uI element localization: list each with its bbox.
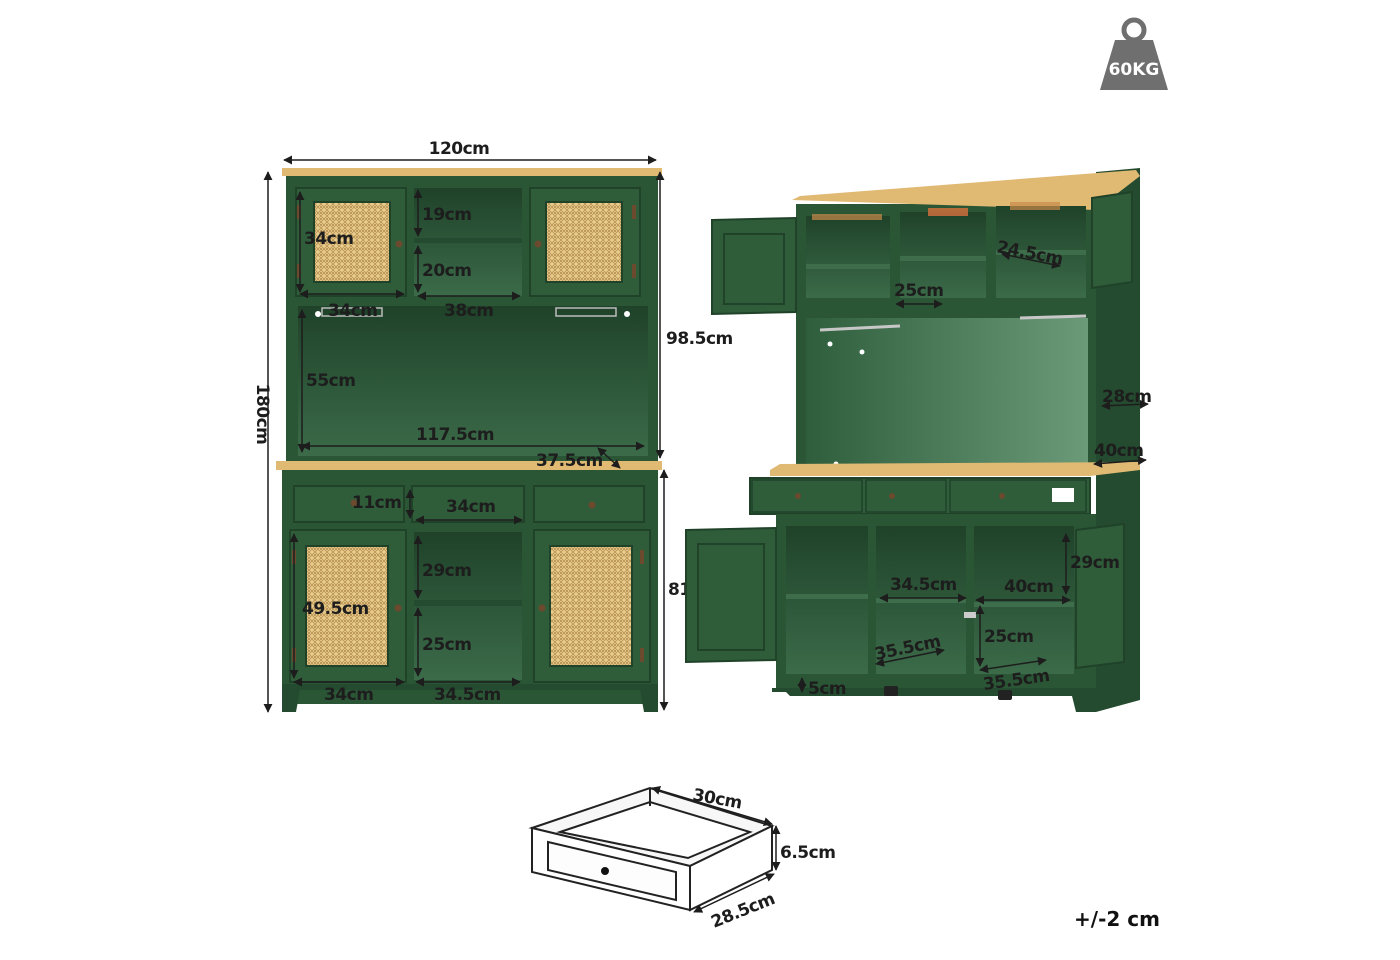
dim-upper-shelf-top: 19cm [422,205,471,225]
dim-upper-middle-width: 38cm [444,301,493,321]
weight-icon [1100,17,1168,90]
front-upper-left-rattan [313,201,391,283]
dim-lower-shelf-bottom: 25cm [422,635,471,655]
side-counter-top [770,462,1140,476]
dim-upper-door-width: 34cm [328,301,377,321]
front-counter-top [276,461,662,470]
dim-upper-shelf-bottom: 20cm [422,261,471,281]
front-drawer-left [293,485,405,523]
front-base-skirt [282,684,658,712]
side-lower-right-door-open [1075,522,1125,670]
dim-lower-door-width: 34cm [324,685,373,705]
dim-base-middle-width: 34.5cm [890,575,957,595]
side-cubby-middle [900,212,986,298]
side-glass-rack [819,314,1087,332]
front-view: 120cm 180cm 98.5cm 81.5cm 34cm 34cm 19cm… [252,139,735,713]
weight-badge: 60KG [1100,17,1168,90]
dim-base-depth: 40cm [1094,441,1143,461]
dim-open-area-width: 117.5cm [416,425,494,445]
dim-lower-height: 25cm [984,627,1033,647]
side-upper-right-door-open [1091,190,1133,290]
tolerance-note: +/-2 cm [1074,907,1160,931]
dim-hutch-depth: 37.5cm [536,451,603,471]
side-lower-left-open [786,526,868,674]
dim-middle-cubby-width: 25cm [894,281,943,301]
dim-upper-door-height: 34cm [304,229,353,249]
front-upper-right-rattan [545,201,623,283]
side-base-skirt [772,688,1096,712]
dim-shelf-height: 29cm [1070,553,1119,573]
drawer-handle [601,867,609,875]
dim-upper-depth: 28cm [1102,387,1151,407]
dim-open-area-height: 55cm [306,371,355,391]
front-knob [395,240,403,248]
perspective-view: 24.5cm 25cm 28cm 40cm 34.5cm 40cm 29cm 3… [685,168,1152,712]
dim-drawer-width: 34cm [446,497,495,517]
front-glass-rack [555,307,617,317]
dim-drawer-height: 6.5cm [780,843,835,863]
side-open-area [806,318,1088,468]
side-upper-left-door-open [711,216,797,316]
side-top-board [792,170,1140,210]
dim-total-width: 120cm [429,139,490,159]
side-cubby-left [806,216,890,298]
drawer-view [528,786,781,913]
weight-label: 60KG [1109,60,1160,80]
dim-lower-door-height: 49.5cm [302,599,369,619]
dim-lower-shelf-top: 29cm [422,561,471,581]
dim-leg-height: 5cm [808,679,846,699]
dim-drawer-height: 11cm [352,493,401,513]
front-top-board [282,168,662,176]
front-open-area [298,306,648,456]
dim-right-width: 40cm [1004,577,1053,597]
dim-total-height: 180cm [252,384,272,445]
caster [884,686,898,696]
side-lower-left-door-open [685,526,777,664]
dim-lower-middle-width: 34.5cm [434,685,501,705]
dim-hutch-height: 98.5cm [666,329,733,349]
